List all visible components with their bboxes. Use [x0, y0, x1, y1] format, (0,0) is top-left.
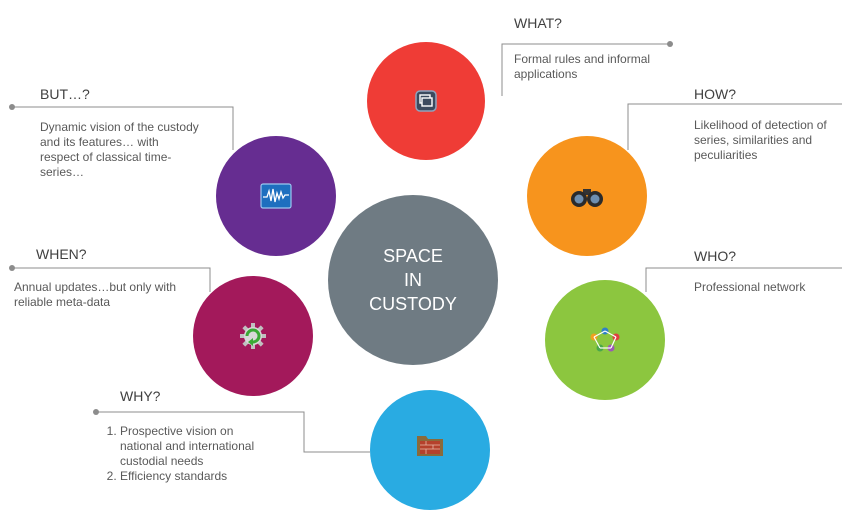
when-circle[interactable] — [193, 276, 313, 396]
center-line-3: CUSTODY — [369, 294, 457, 314]
why-circle[interactable] — [370, 390, 490, 510]
people-network-icon — [588, 325, 622, 355]
when-text: Annual updates…but only with reliable me… — [14, 280, 177, 309]
center-circle: SPACE IN CUSTODY — [328, 195, 498, 365]
binoculars-icon — [570, 183, 604, 209]
connector-who — [645, 267, 842, 292]
but-text: Dynamic vision of the custody and its fe… — [40, 120, 199, 179]
why-item-2: Efficiency standards — [120, 469, 263, 484]
how-circle[interactable] — [527, 136, 647, 256]
what-circle[interactable] — [367, 42, 485, 160]
what-heading: WHAT? — [514, 15, 562, 31]
connector-but — [12, 106, 234, 150]
how-heading: HOW? — [694, 86, 736, 102]
why-list: Prospective vision on national and inter… — [98, 424, 263, 484]
gallery-icon — [413, 88, 439, 114]
refresh-gear-icon — [238, 321, 268, 351]
center-line-1: SPACE — [383, 246, 443, 266]
connector-dot-what — [667, 41, 673, 47]
connector-why — [96, 411, 370, 453]
connector-what — [501, 43, 670, 96]
connector-how — [627, 103, 842, 150]
when-heading: WHEN? — [36, 246, 87, 262]
connector-dot-but — [9, 104, 15, 110]
who-circle[interactable] — [545, 280, 665, 400]
center-line-2: IN — [404, 270, 422, 290]
but-heading: BUT…? — [40, 86, 90, 102]
folder-icon — [415, 430, 445, 458]
what-text: Formal rules and informal applications — [514, 52, 651, 81]
but-circle[interactable] — [216, 136, 336, 256]
connector-dot-when — [9, 265, 15, 271]
connector-dot-why — [93, 409, 99, 415]
who-heading: WHO? — [694, 248, 736, 264]
why-heading: WHY? — [120, 388, 161, 404]
why-item-1: Prospective vision on national and inter… — [120, 424, 263, 469]
connector-when — [12, 267, 211, 292]
who-text: Professional network — [694, 280, 806, 294]
waveform-icon — [260, 183, 292, 209]
how-text: Likelihood of detection of series, simil… — [694, 118, 827, 162]
